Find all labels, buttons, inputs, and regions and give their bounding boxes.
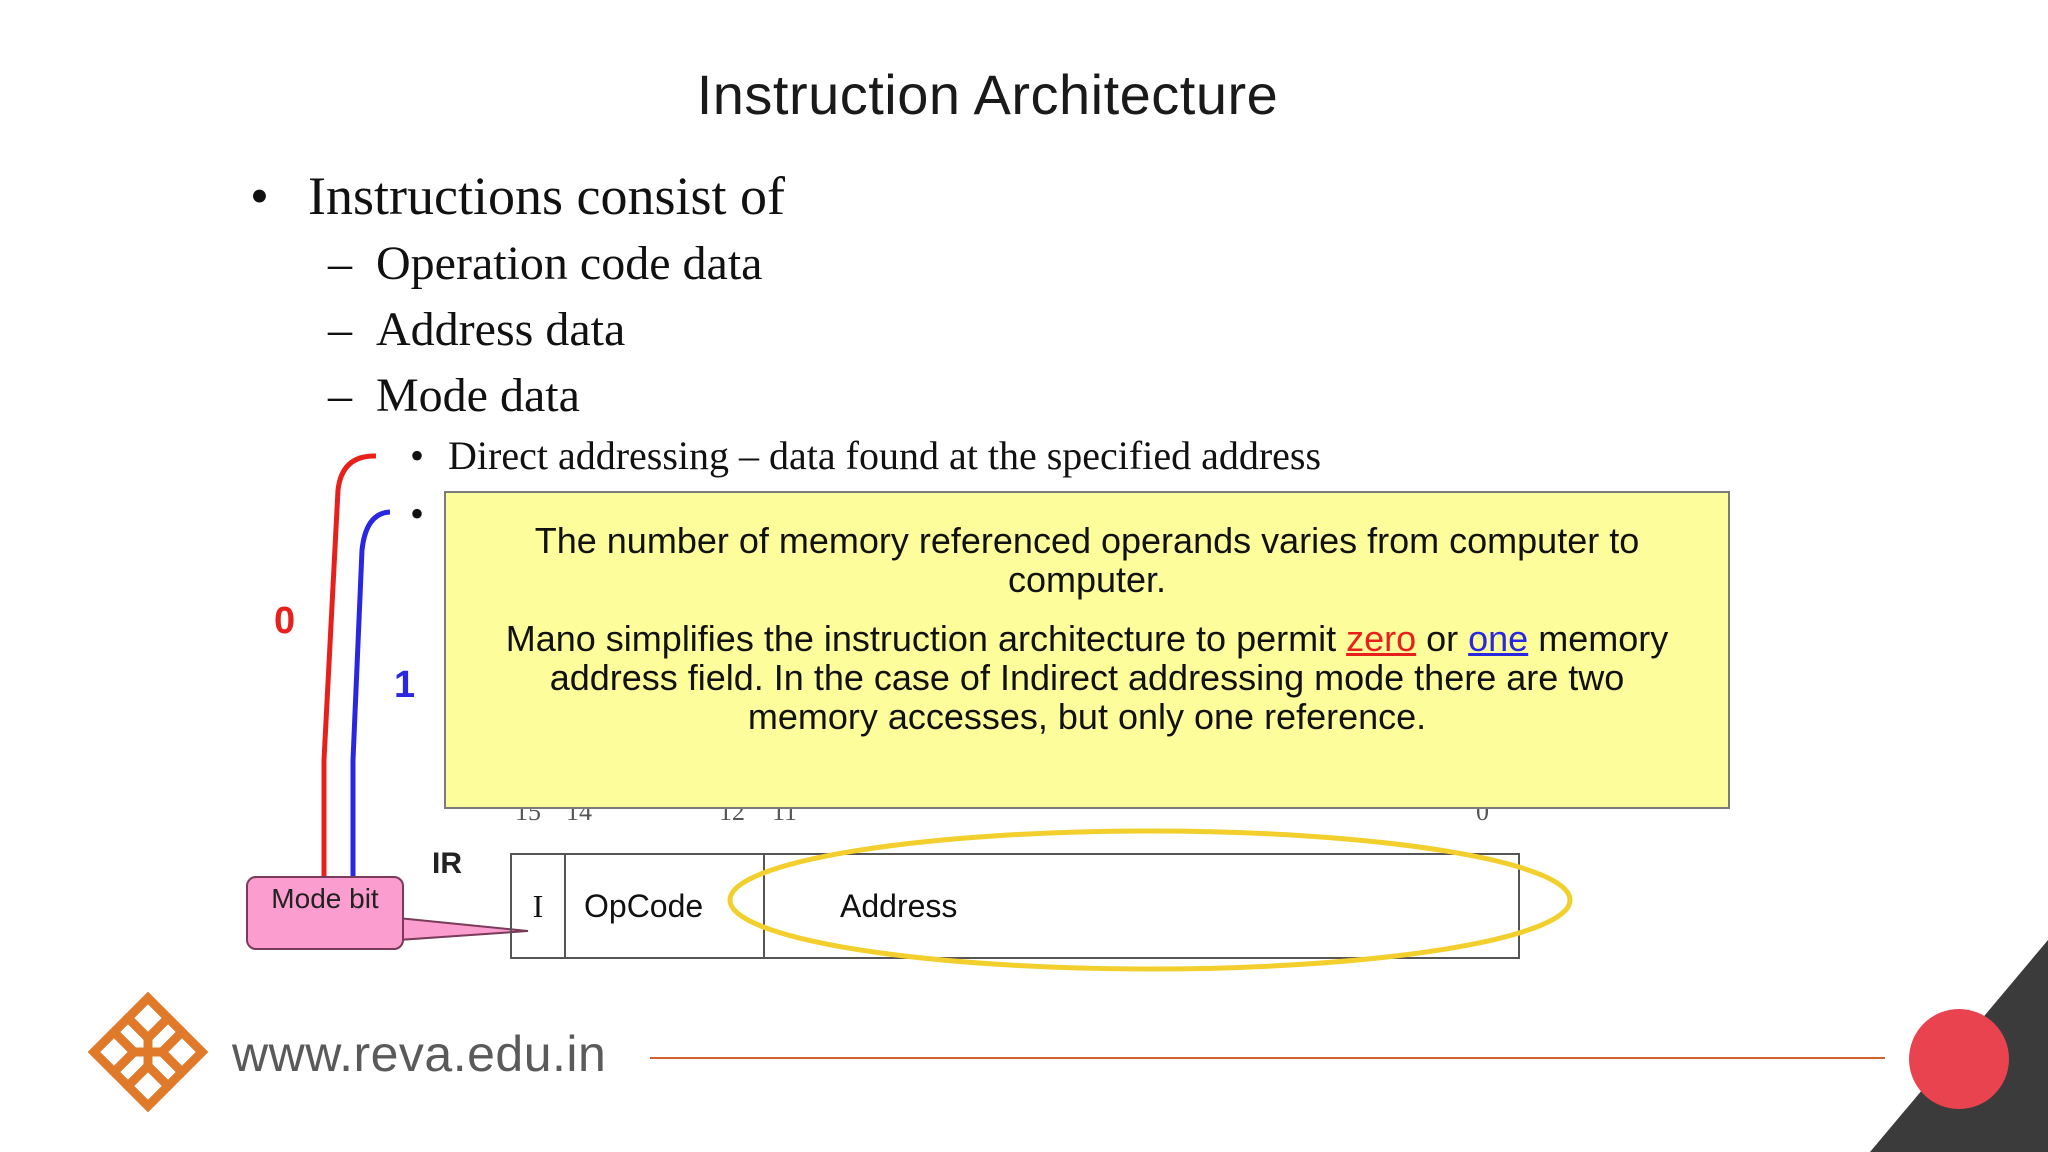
ir-label: IR: [432, 847, 462, 880]
label-zero: 0: [274, 600, 296, 642]
dash-marker: –: [328, 369, 352, 422]
bullet-dot: •: [410, 433, 425, 478]
address-highlight-ellipse: [727, 828, 1573, 972]
reva-logo-icon: [88, 992, 208, 1112]
slide-title: Instruction Architecture: [696, 63, 1279, 126]
note-paragraph-1: The number of memory referenced operands…: [534, 520, 1640, 600]
dash-marker: –: [328, 303, 352, 356]
sub-bullet-opcode: –Operation code data: [328, 236, 762, 291]
bullet-dot: •: [250, 166, 269, 226]
footer-url[interactable]: www.reva.edu.in: [232, 1026, 607, 1082]
blue-connector-line: [350, 509, 391, 876]
note-paragraph-2: Mano simplifies the instruction architec…: [446, 619, 1728, 736]
note-callout: The number of memory referenced operands…: [444, 491, 1730, 809]
label-one: 1: [394, 664, 416, 706]
sub-bullet-text: Operation code data: [376, 237, 763, 290]
red-connector-line: [321, 453, 377, 876]
instruction-register: I OpCode Address: [510, 853, 1520, 959]
note-one: one: [1468, 618, 1529, 659]
mode-bit-callout: Mode bit: [246, 876, 404, 950]
sub-bullet-text: Address data: [376, 303, 626, 356]
note-text-pre: Mano simplifies the instruction architec…: [505, 618, 1347, 659]
footer-divider: [650, 1057, 1885, 1059]
sub-bullet-mode: –Mode data: [328, 368, 580, 423]
note-zero: zero: [1346, 618, 1417, 659]
bullet-instructions: • Instructions consist of: [250, 165, 785, 227]
corner-dot-decoration: [1909, 1009, 2009, 1109]
logo-knot-inner: [110, 1014, 186, 1090]
sub-bullet-text: Mode data: [376, 369, 580, 422]
subsub-bullet-text: Direct addressing – data found at the sp…: [448, 433, 1322, 478]
note-text-post: memory address field. In the case of Ind…: [549, 618, 1669, 737]
bullet-text: Instructions consist of: [308, 166, 785, 226]
note-text-mid: or: [1416, 618, 1469, 659]
subsub-bullet-direct: • Direct addressing – data found at the s…: [410, 432, 1321, 479]
subsub-bullet-hidden: •: [410, 491, 425, 536]
sub-bullet-address: –Address data: [328, 302, 625, 357]
dash-marker: –: [328, 237, 352, 290]
ir-field-address: Address: [840, 887, 958, 924]
ir-field-opcode: OpCode: [566, 855, 765, 957]
ir-field-i: I: [512, 855, 566, 957]
